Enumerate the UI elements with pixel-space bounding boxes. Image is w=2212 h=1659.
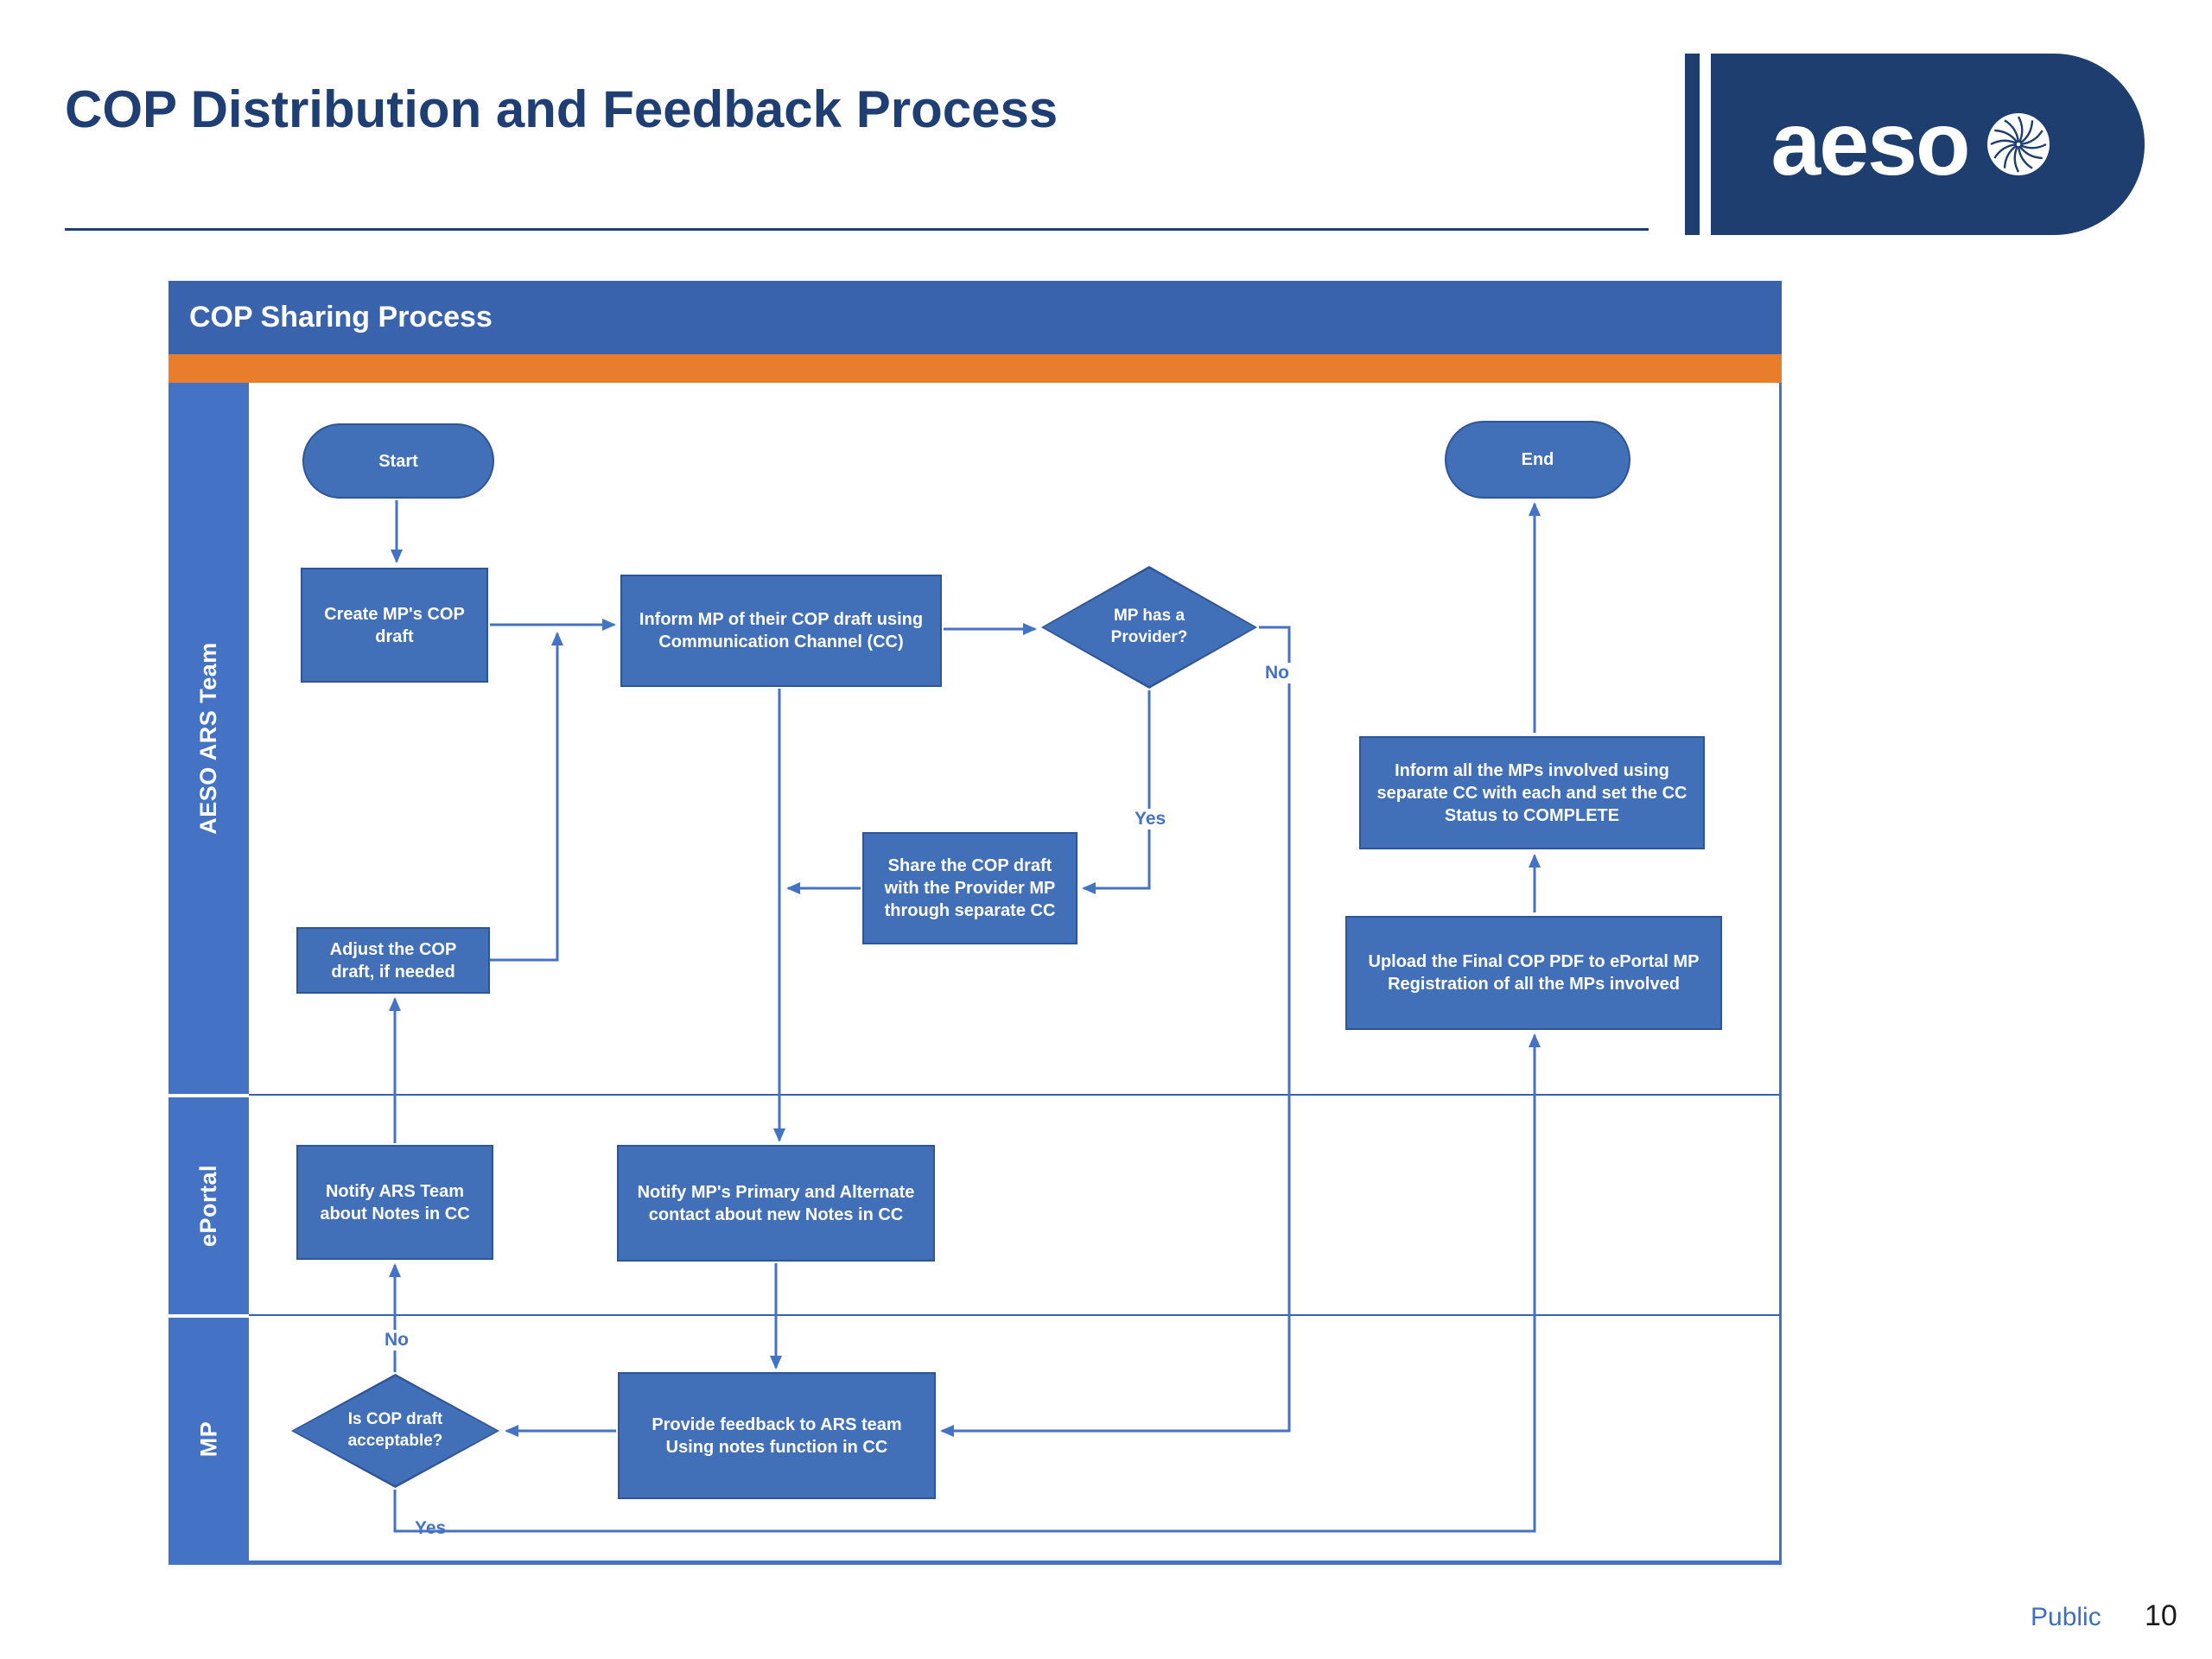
title-rule [65, 228, 1649, 231]
logo-divider-bar [1685, 54, 1700, 235]
page-title: COP Distribution and Feedback Process [65, 80, 1058, 138]
lane-label-eportal: ePortal [168, 1097, 249, 1314]
node-notify-mp-contacts: Notify MP's Primary and Alternate contac… [617, 1145, 935, 1262]
lane-boundary-ars-eportal [249, 1094, 1780, 1096]
edge-label-acceptable-no: No [381, 1330, 412, 1351]
node-end: End [1445, 421, 1630, 499]
page-number: 10 [2145, 1599, 2177, 1632]
edge-label-provider-no: No [1262, 663, 1293, 683]
lane-label-mp: MP [168, 1318, 249, 1560]
flowchart-accent-stripe [168, 354, 1782, 383]
node-provide-feedback: Provide feedback to ARS team Using notes… [618, 1372, 936, 1499]
node-share-draft-provider: Share the COP draft with the Provider MP… [862, 832, 1077, 944]
flowchart-title-bar: COP Sharing Process [168, 281, 1782, 354]
lane-label-aeso-ars-team: AESO ARS Team [168, 383, 249, 1094]
node-inform-all-mps: Inform all the MPs involved using separa… [1359, 736, 1705, 849]
flowchart-bottom-border [168, 1560, 1782, 1565]
classification-label: Public [2031, 1603, 2101, 1631]
node-inform-mp: Inform MP of their COP draft using Commu… [620, 575, 942, 687]
lane-boundary-eportal-mp [249, 1314, 1780, 1316]
edge-label-provider-yes: Yes [1131, 809, 1170, 830]
flowchart-right-border [1779, 383, 1782, 1563]
flowchart-title: COP Sharing Process [189, 301, 493, 334]
node-decision-cop-acceptable: Is COP draft acceptable? [291, 1374, 499, 1488]
node-start: Start [302, 423, 494, 499]
node-create-cop-draft: Create MP's COP draft [301, 568, 488, 683]
node-adjust-draft: Adjust the COP draft, if needed [296, 927, 490, 994]
edge-label-acceptable-yes: Yes [415, 1518, 447, 1538]
aeso-logo-wordmark: aeso [1770, 94, 1970, 194]
node-notify-ars-team: Notify ARS Team about Notes in CC [296, 1145, 493, 1260]
node-decision-mp-has-provider: MP has a Provider? [1041, 566, 1257, 689]
aeso-logo: aeso [1711, 54, 2145, 235]
node-upload-final-cop: Upload the Final COP PDF to ePortal MP R… [1345, 916, 1722, 1030]
aeso-swirl-icon [1986, 113, 2050, 175]
